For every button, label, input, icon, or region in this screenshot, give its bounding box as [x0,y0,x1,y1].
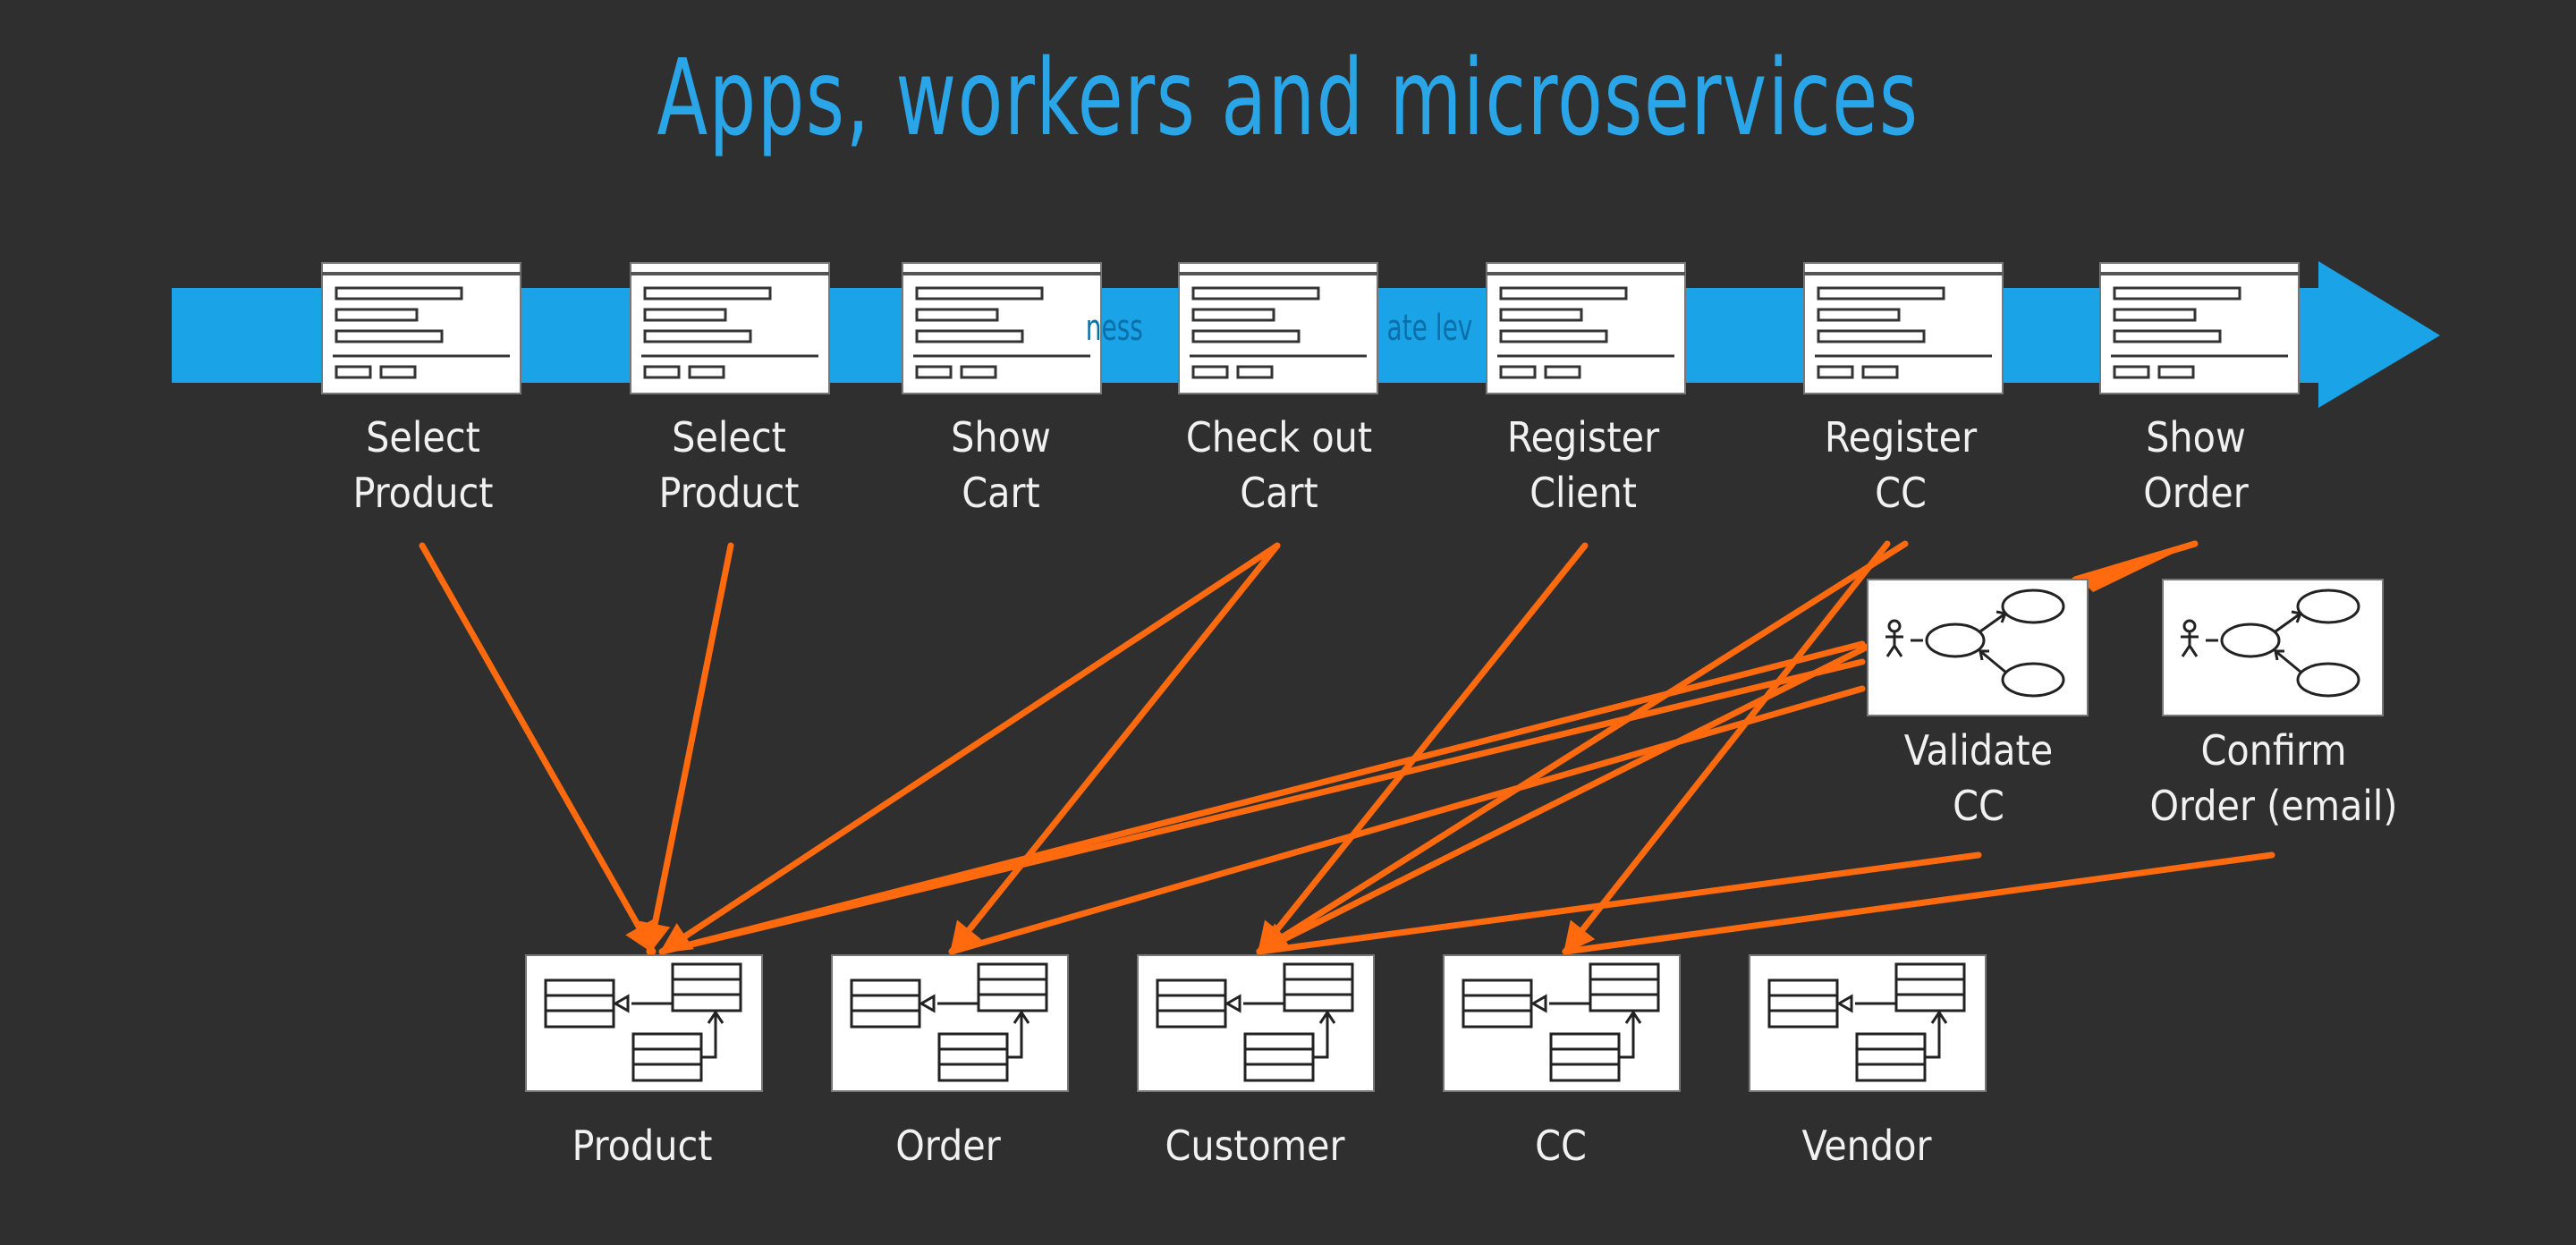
process-arrow-text: ness [1085,308,1143,349]
dependency-arrow [1256,851,1982,955]
dependency-arrow [419,542,657,955]
app-label-line: Product [352,469,494,517]
microservice-label: Customer [1165,1122,1345,1170]
worker-label-line: CC [1953,782,2004,830]
use-case-icon [1867,579,2089,716]
dependency-arrow [658,658,1866,955]
app-label-line: CC [1875,469,1927,517]
slide-title: Apps, workers and microservices [657,36,1919,159]
class-diagram-icon [1749,954,1987,1092]
worker-label: Validate CC [1844,723,2113,834]
dependency-arrow [1256,642,1873,955]
app-screen-icon [321,262,521,394]
app-label: Select Product [289,410,557,521]
app-label: Show Order [2062,410,2330,521]
app-label-line: Show [951,413,1051,462]
app-label-line: Cart [1240,469,1318,517]
microservice-label: Order [895,1122,1001,1170]
worker-label-line: Order (email) [2149,782,2398,830]
connector-lines [419,540,2275,955]
app-label-line: Register [1824,413,1978,462]
app-label: Register CC [1767,410,2035,521]
class-diagram-icon [831,954,1069,1092]
class-diagram-icon [525,954,763,1092]
process-arrow-text: ate lev [1386,308,1473,349]
class-diagram-icon [1137,954,1375,1092]
microservice-boxes [525,954,1987,1092]
class-diagram-icon [1443,954,1681,1092]
dependency-arrow [948,685,1866,955]
app-screen-icon [902,262,1102,394]
app-label: Check out Cart [1145,410,1413,521]
app-screen-icon [630,262,830,394]
app-label-line: Product [658,469,800,517]
dependency-arrow [640,542,734,955]
app-label: Register Client [1449,410,1717,521]
worker-label-line: Confirm [2200,726,2347,775]
dependency-arrow [1256,540,1909,955]
dependency-arrow [1256,542,1589,955]
app-boxes [321,262,2300,394]
worker-label: Confirm Order (email) [2140,723,2408,834]
app-label-line: Show [2146,413,2246,462]
app-label-line: Client [1530,469,1637,517]
app-screen-icon [1486,262,1686,394]
dependency-arrow [658,542,1281,955]
dependency-arrow [1562,540,1891,955]
app-label-line: Select [366,413,480,462]
app-label: Select Product [595,410,863,521]
app-label-line: Cart [962,469,1040,517]
app-label-line: Select [672,413,786,462]
dependency-arrow [1562,851,2275,955]
app-screen-icon [2099,262,2300,394]
microservice-label: Vendor [1801,1122,1932,1170]
microservice-label: CC [1535,1122,1587,1170]
worker-boxes [1867,579,2384,716]
worker-label-line: Validate [1903,726,2054,775]
dependency-arrow [948,542,1281,955]
app-label-line: Register [1506,413,1660,462]
app-label-line: Order [2143,469,2249,517]
app-screen-icon [1803,262,2004,394]
use-case-icon [2162,579,2384,716]
app-label: Show Cart [867,410,1135,521]
app-screen-icon [1178,262,1378,394]
app-label-line: Check out [1185,413,1373,462]
microservice-label: Product [572,1122,713,1170]
dependency-arrow [2079,542,2197,592]
